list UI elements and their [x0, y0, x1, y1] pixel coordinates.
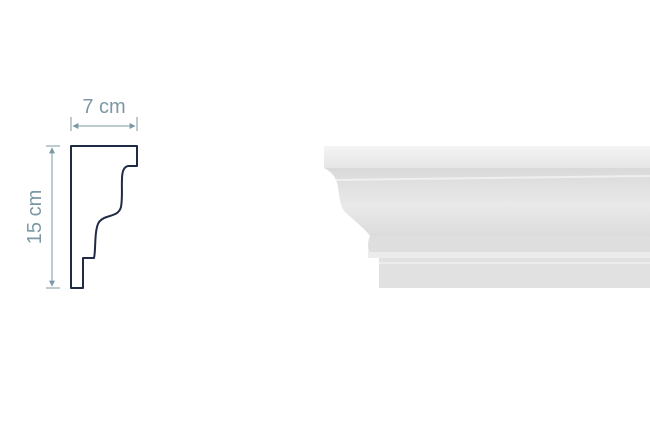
- molding-cove: [324, 168, 650, 236]
- molding-ledge: [368, 252, 650, 258]
- molding-cove-highlight: [335, 175, 650, 181]
- height-dimension: 15 cm: [24, 145, 60, 289]
- height-label: 15 cm: [24, 190, 46, 244]
- molding-top-band: [324, 146, 650, 168]
- profile-outline: [70, 145, 138, 289]
- molding-render: [324, 146, 650, 288]
- molding-bottom-fillet: [379, 258, 650, 288]
- width-label: 7 cm: [82, 96, 125, 118]
- width-dimension: 7 cm: [70, 96, 138, 131]
